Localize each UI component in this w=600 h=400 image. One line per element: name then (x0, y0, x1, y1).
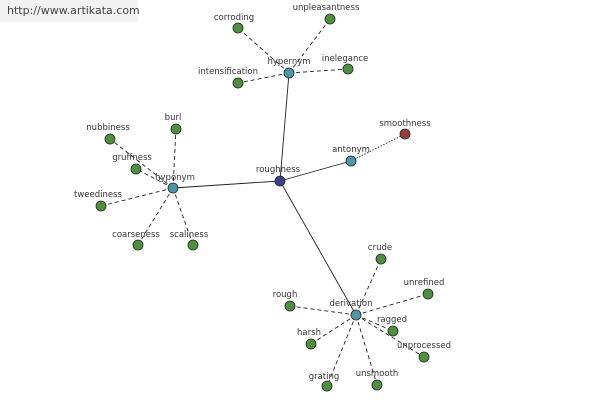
node-unprocessed-label: unprocessed (397, 341, 451, 351)
node-harsh-label: harsh (297, 328, 321, 338)
node-gruffness[interactable]: gruffness (112, 153, 152, 175)
edge-derivation-harsh (310, 314, 357, 345)
node-antonym[interactable]: antonym (332, 145, 370, 167)
node-scaliness[interactable]: scaliness (170, 230, 209, 251)
node-ragged-label: ragged (377, 315, 407, 325)
node-gruffness-label: gruffness (112, 153, 152, 163)
node-scaliness-label: scaliness (170, 230, 209, 240)
node-burl-label: burl (165, 113, 182, 123)
edge-derivation-unprocessed (355, 314, 425, 358)
node-harsh[interactable]: harsh (297, 328, 321, 350)
node-grating[interactable]: grating (309, 372, 340, 392)
node-coarseness[interactable]: coarseness (112, 230, 160, 251)
edge-hypernym-inelegance (288, 68, 349, 74)
node-hyponym-dot[interactable] (167, 182, 179, 194)
node-scaliness-dot[interactable] (187, 239, 199, 251)
node-nubbiness-dot[interactable] (104, 133, 116, 145)
node-crude-label: crude (368, 243, 392, 253)
edge-derivation-unrefined (355, 293, 429, 316)
edge-derivation-grating (326, 314, 357, 387)
node-antonym-label: antonym (332, 145, 370, 155)
node-derivation-label: derivation (329, 299, 372, 309)
node-inelegance[interactable]: inelegance (322, 54, 368, 75)
edge-center-hyponym (172, 180, 281, 189)
edge-hyponym-nubbiness (109, 138, 174, 189)
node-burl[interactable]: burl (165, 113, 182, 135)
edge-hyponym-burl (172, 128, 177, 189)
edge-center-derivation (279, 180, 357, 316)
node-intensification-label: intensification (198, 67, 258, 77)
node-inelegance-dot[interactable] (342, 63, 354, 75)
node-intensification[interactable]: intensification (198, 67, 258, 89)
edge-hypernym-corroding (237, 27, 290, 74)
node-corroding-dot[interactable] (232, 22, 244, 34)
node-grating-dot[interactable] (321, 380, 333, 392)
node-unprocessed-dot[interactable] (418, 351, 430, 363)
node-crude[interactable]: crude (368, 243, 392, 265)
node-coarseness-label: coarseness (112, 230, 160, 240)
node-unrefined-dot[interactable] (422, 288, 434, 300)
edge-hypernym-unpleasantness (288, 18, 331, 74)
nodes-layer: roughness hypernym corroding unpleasantness… (74, 3, 451, 392)
node-hyponym-label: hyponym (155, 173, 195, 183)
node-intensification-dot[interactable] (232, 77, 244, 89)
node-unsmooth-label: unsmooth (356, 369, 399, 379)
node-rough[interactable]: rough (273, 290, 298, 312)
edge-hyponym-scaliness (172, 187, 194, 246)
node-burl-dot[interactable] (170, 123, 182, 135)
node-roughness-label: roughness (256, 165, 301, 175)
node-unrefined-label: unrefined (404, 278, 445, 288)
watermark-url: http://www.artikata.com (0, 0, 140, 22)
node-ragged-dot[interactable] (387, 325, 399, 337)
edge-center-hypernym (279, 72, 290, 182)
node-derivation[interactable]: derivation (329, 299, 373, 321)
node-unsmooth-dot[interactable] (371, 379, 383, 391)
node-rough-label: rough (273, 290, 298, 300)
node-unpleasantness-label: unpleasantness (293, 3, 360, 13)
node-hypernym-dot[interactable] (283, 67, 295, 79)
edge-center-antonym (279, 160, 352, 182)
node-corroding[interactable]: corroding (214, 13, 254, 34)
node-crude-dot[interactable] (375, 253, 387, 265)
edges-layer (100, 18, 429, 387)
node-coarseness-dot[interactable] (132, 239, 144, 251)
edge-antonym-smoothness (350, 133, 406, 162)
node-unpleasantness[interactable]: unpleasantness (293, 3, 360, 25)
node-unsmooth[interactable]: unsmooth (356, 369, 399, 391)
node-hypernym[interactable]: hypernym (267, 57, 311, 79)
node-corroding-label: corroding (214, 13, 254, 23)
node-hypernym-label: hypernym (267, 57, 310, 67)
node-tweediness[interactable]: tweediness (74, 190, 123, 212)
node-antonym-dot[interactable] (345, 155, 357, 167)
node-harsh-dot[interactable] (305, 338, 317, 350)
node-smoothness[interactable]: smoothness (379, 119, 431, 140)
node-tweediness-dot[interactable] (95, 200, 107, 212)
edge-derivation-crude (355, 258, 382, 316)
edge-hypernym-intensification (237, 72, 290, 84)
node-roughness-dot[interactable] (274, 175, 286, 187)
node-smoothness-dot[interactable] (399, 128, 411, 140)
edge-derivation-unsmooth (355, 314, 378, 386)
node-nubbiness[interactable]: nubbiness (86, 123, 130, 145)
node-derivation-dot[interactable] (350, 309, 362, 321)
node-ragged[interactable]: ragged (377, 315, 407, 337)
node-gruffness-dot[interactable] (130, 163, 142, 175)
node-nubbiness-label: nubbiness (86, 123, 130, 133)
node-unprocessed[interactable]: unprocessed (397, 341, 451, 363)
edge-hyponym-tweediness (100, 187, 174, 207)
node-hyponym[interactable]: hyponym (155, 173, 195, 194)
node-inelegance-label: inelegance (322, 54, 368, 64)
node-unrefined[interactable]: unrefined (404, 278, 445, 300)
node-rough-dot[interactable] (284, 300, 296, 312)
node-grating-label: grating (309, 372, 340, 382)
node-unpleasantness-dot[interactable] (324, 13, 336, 25)
node-tweediness-label: tweediness (74, 190, 123, 200)
node-roughness[interactable]: roughness (256, 165, 301, 187)
node-smoothness-label: smoothness (379, 119, 431, 129)
